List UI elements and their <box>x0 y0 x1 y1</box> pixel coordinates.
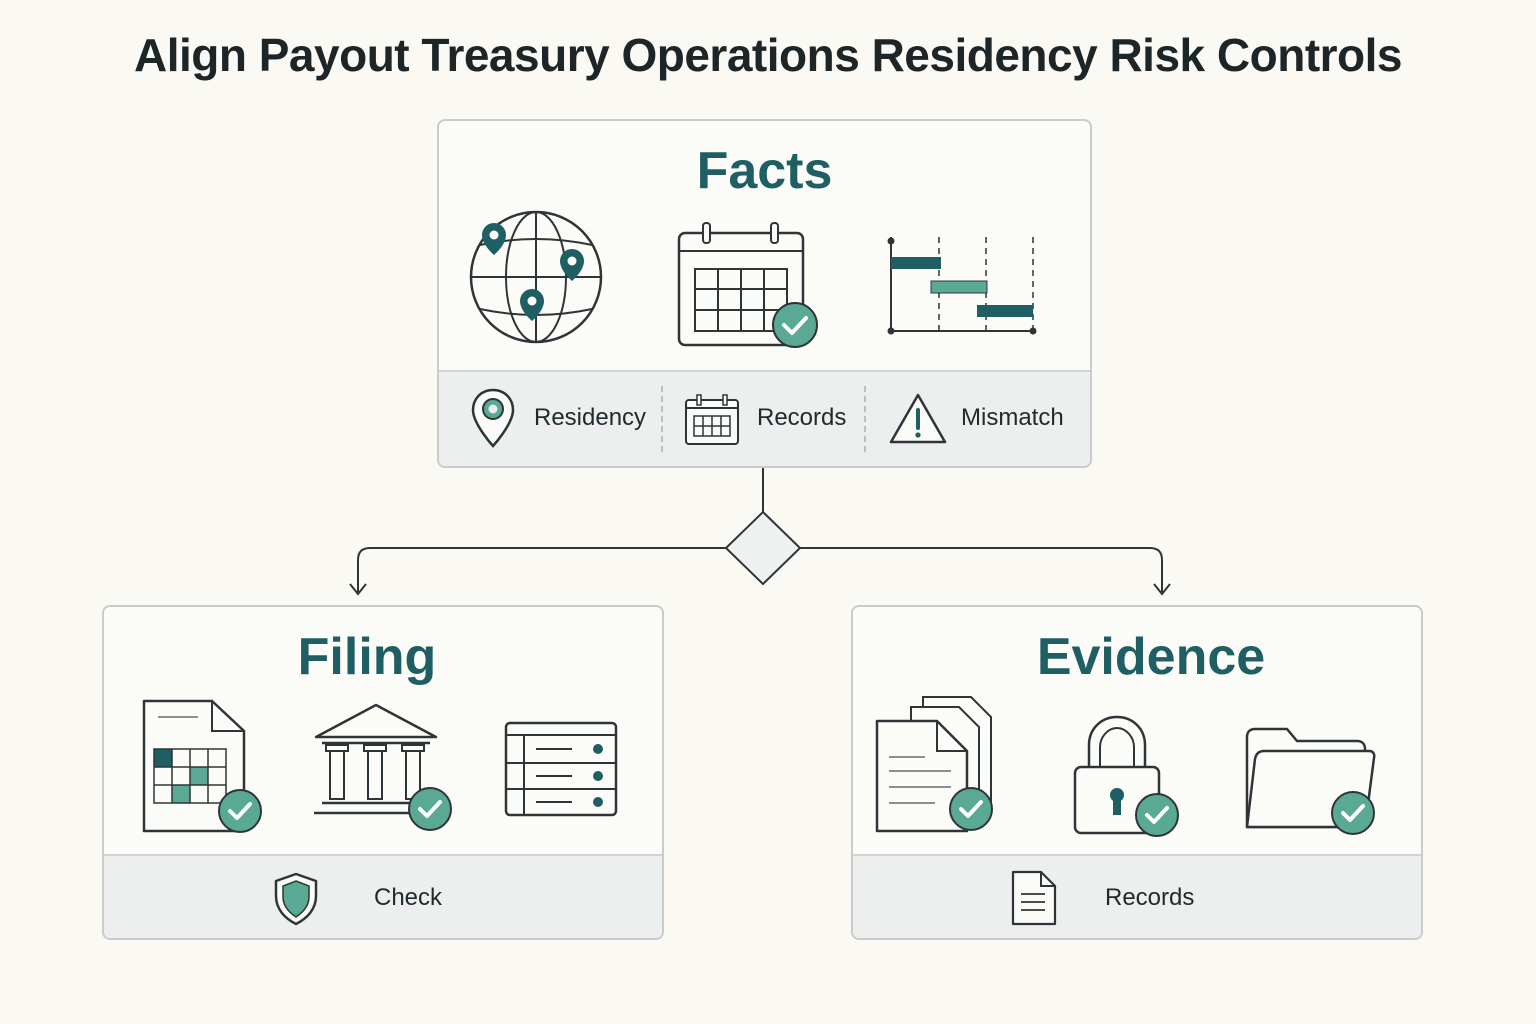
diagram-title: Align Payout Treasury Operations Residen… <box>133 29 1403 81</box>
lock-check-icon <box>1073 715 1185 839</box>
footer-label-records: Records <box>1105 884 1195 911</box>
filing-card: Filing <box>102 605 664 940</box>
documents-check-icon <box>875 695 997 837</box>
footer-label-residency: Residency <box>534 404 647 431</box>
globe-pins-icon <box>464 205 604 345</box>
footer-label-records: Records <box>757 404 847 431</box>
location-pin-icon <box>471 388 515 448</box>
decision-diamond <box>724 510 802 586</box>
calendar-icon <box>685 394 739 446</box>
filing-title: Filing <box>297 628 437 686</box>
evidence-card: Evidence <box>851 605 1423 940</box>
calendar-check-icon <box>677 221 823 351</box>
facts-footer: Residency Records Mi <box>439 370 1090 466</box>
evidence-footer: Records <box>853 854 1421 938</box>
bank-check-icon <box>312 703 458 835</box>
gantt-timeline-icon <box>885 233 1037 337</box>
evidence-title: Evidence <box>1036 628 1266 686</box>
footer-label-mismatch: Mismatch <box>961 404 1064 431</box>
footer-divider <box>661 386 663 452</box>
facts-title: Facts <box>696 142 833 200</box>
facts-card: Facts <box>437 119 1092 468</box>
filing-footer: Check <box>104 854 662 938</box>
document-icon <box>1011 870 1057 926</box>
folder-check-icon <box>1245 727 1379 839</box>
footer-label-check: Check <box>374 884 443 911</box>
shield-icon <box>272 872 320 926</box>
warning-icon <box>889 392 947 446</box>
server-list-icon <box>504 721 620 819</box>
spreadsheet-check-icon <box>140 699 264 839</box>
footer-divider <box>864 386 866 452</box>
